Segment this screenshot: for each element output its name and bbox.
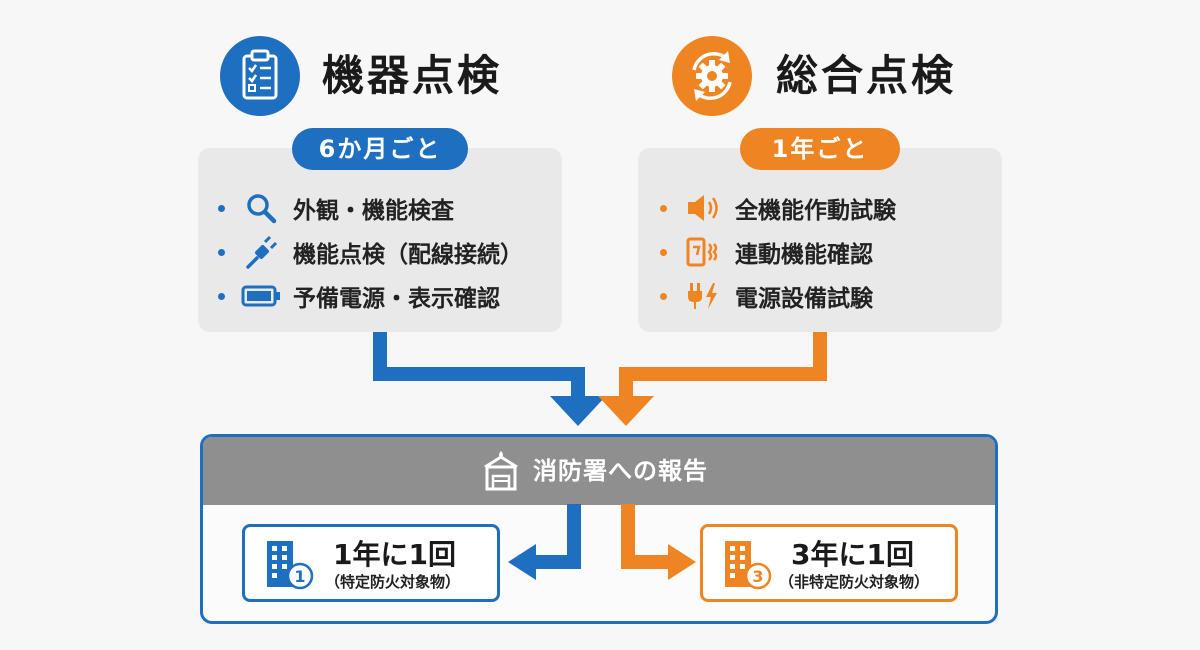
non-specific-target-text: （非特定防火対象物） [779, 573, 930, 591]
bullet-dot [660, 204, 667, 212]
equipment-header-badge [220, 36, 300, 116]
comprehensive-title: 総合点検 [776, 51, 957, 100]
bullet-dot [218, 292, 225, 300]
list-item-label: 機能点検（配線接続） [293, 242, 523, 268]
comprehensive-header-badge [672, 36, 752, 116]
specific-frequency-text: 1年に1回 [333, 538, 456, 571]
badge-number: 1 [294, 567, 305, 586]
specific-arrow [508, 504, 581, 580]
list-item-label: 予備電源・表示確認 [293, 286, 500, 312]
specific-target-text: （特定防火対象物） [325, 573, 461, 591]
non-specific-arrow [621, 504, 696, 580]
report-header-bar [203, 437, 995, 505]
comprehensive-flow-arrow [598, 332, 827, 426]
speaker-icon [683, 190, 723, 226]
list-item: 全機能作動試験 [660, 188, 896, 228]
list-item: 連動機能確認 [660, 232, 873, 272]
power-plug-bolt-icon [683, 278, 723, 314]
magnifier-icon [241, 190, 281, 226]
non-specific-frequency-text: 3年に1回 [791, 538, 914, 571]
bullet-dot [218, 204, 225, 212]
plug-cable-icon [241, 234, 281, 270]
equipment-panel [198, 148, 562, 332]
badge-number: 3 [752, 567, 763, 586]
fire-station-icon [484, 451, 518, 491]
list-item: 外観・機能検査 [218, 188, 454, 228]
list-item: 機能点検（配線接続） [218, 232, 523, 272]
comprehensive-frequency-pill: 1年ごと [740, 128, 900, 170]
bullet-dot [218, 248, 225, 256]
list-item-label: 電源設備試験 [735, 286, 873, 312]
building-clock-icon: 3 [725, 541, 772, 590]
equipment-title: 機器点検 [322, 51, 503, 100]
bullet-dot [660, 292, 667, 300]
building-clock-icon: 1 [267, 541, 314, 590]
equipment-frequency-pill: 6か月ごと [292, 128, 468, 170]
report-title: 消防署への報告 [533, 457, 708, 485]
list-item-label: 外観・機能検査 [293, 198, 454, 224]
gear-cycle-icon [692, 51, 732, 101]
list-item: 電源設備試験 [660, 276, 873, 316]
specific-frequency-box: 1 1年に1回 （特定防火対象物） [242, 524, 500, 602]
list-item-label: 全機能作動試験 [735, 198, 896, 224]
list-item: 予備電源・表示確認 [218, 276, 500, 316]
bullet-dot [660, 248, 667, 256]
non-specific-frequency-box: 3 3年に1回 （非特定防火対象物） [700, 524, 958, 602]
equipment-flow-arrow [373, 332, 606, 426]
clipboard-checklist-icon [242, 49, 278, 100]
list-item-label: 連動機能確認 [735, 242, 873, 268]
battery-icon [241, 278, 281, 314]
linked-device-icon [683, 234, 723, 270]
